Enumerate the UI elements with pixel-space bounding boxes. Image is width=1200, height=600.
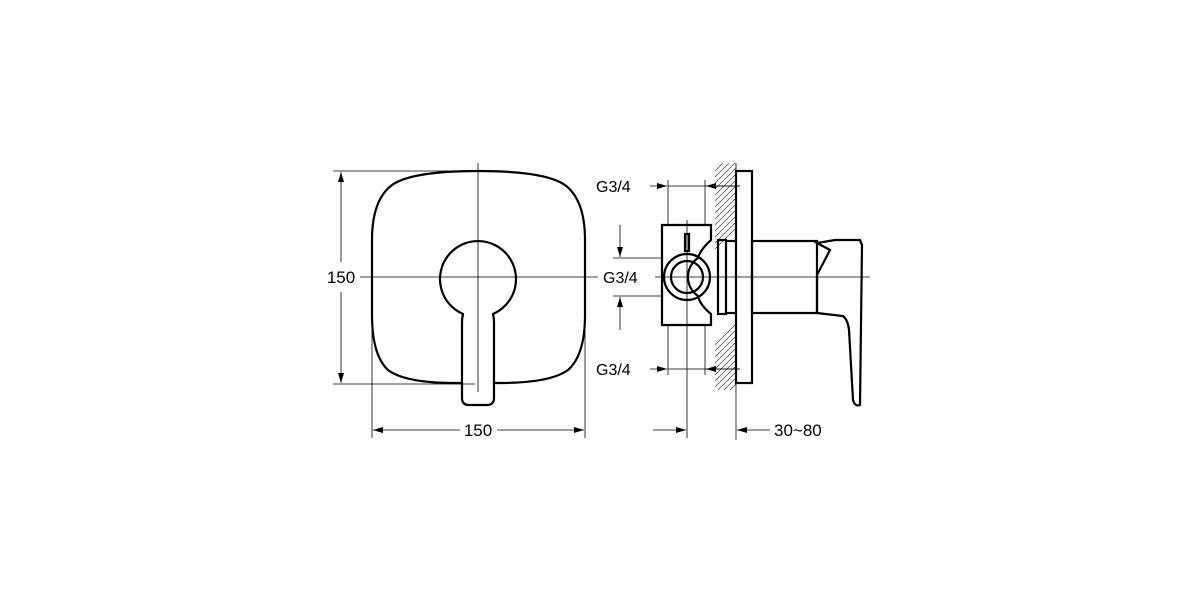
hatch-line: [715, 402, 736, 423]
hatch-line: [715, 163, 724, 172]
height-dimension-label: 150: [327, 268, 355, 287]
hatch-line: [715, 179, 736, 202]
hatch-line: [715, 329, 736, 352]
hatch-line: [715, 185, 736, 208]
top-connection-label: G3/4: [596, 179, 631, 196]
bottom-connection-label: G3/4: [596, 362, 631, 379]
depth-dimension-label: 30~80: [774, 421, 822, 440]
hatch-line: [715, 341, 736, 364]
hatch-line: [715, 353, 736, 376]
valve-body: [660, 223, 713, 327]
hatch-line: [715, 203, 736, 226]
side-view: /* hatch drawn below */ G3/4 G3/4: [596, 163, 870, 440]
lever: [813, 238, 864, 407]
hatch-line: [715, 173, 736, 196]
front-view: 150 150: [327, 163, 598, 440]
middle-connection-label: G3/4: [603, 270, 638, 287]
hatch-line: [715, 163, 730, 178]
hatch-line: [715, 215, 736, 238]
hatch-line: [715, 209, 736, 232]
hatch-line: [715, 191, 736, 214]
hatch-line: [715, 167, 736, 190]
hatch-line: [723, 377, 736, 390]
hatch-line: [729, 383, 736, 390]
hatch-line: [717, 371, 736, 390]
hatch-line: [715, 347, 736, 370]
hatch-line: [735, 389, 736, 390]
hatch-line: [715, 365, 736, 388]
hatch-line: [715, 396, 736, 417]
hatch-line: [715, 323, 736, 346]
hatch-line: [715, 359, 736, 382]
hatch-line: [715, 197, 736, 220]
hatch-line: [715, 414, 736, 435]
hatch-line: [715, 163, 736, 184]
width-dimension-label: 150: [464, 421, 492, 440]
hatch-line: [715, 335, 736, 358]
hatch-line: [715, 408, 736, 429]
